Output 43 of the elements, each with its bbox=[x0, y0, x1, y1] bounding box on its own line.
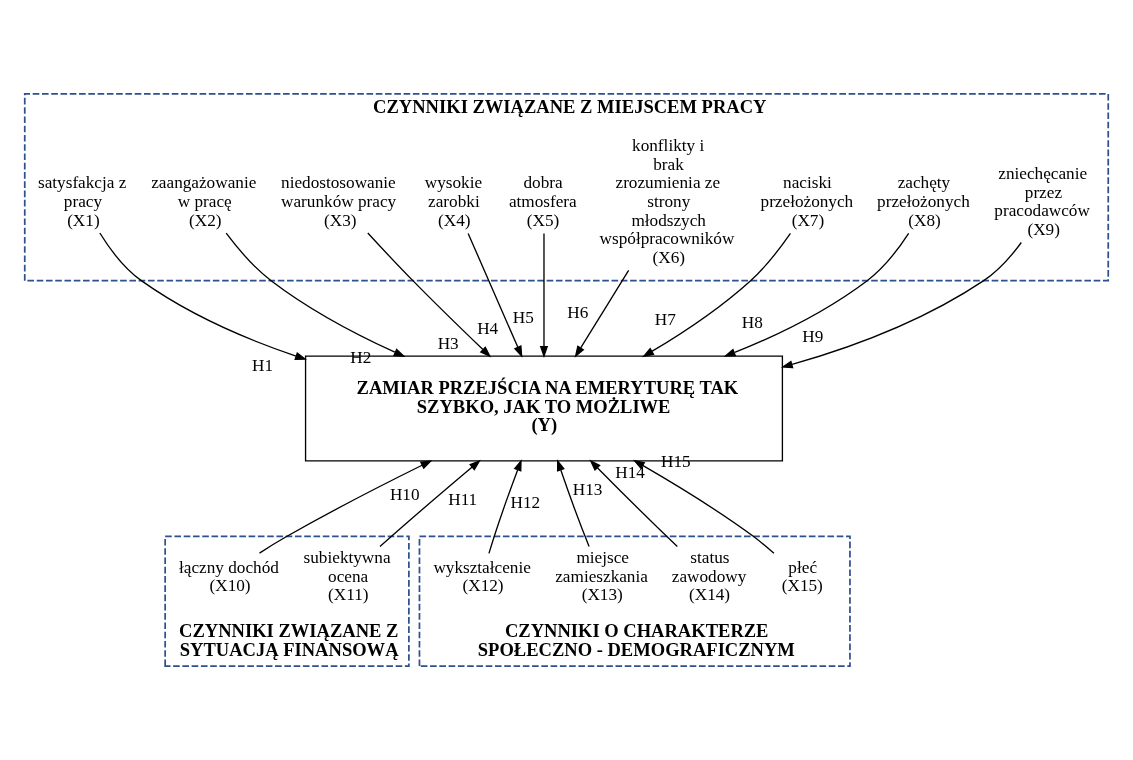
arrow bbox=[780, 241, 1022, 369]
node-text: naciski przełożonych (X7) bbox=[760, 173, 854, 230]
node-text: niedostosowanie warunków pracy (X3) bbox=[281, 173, 397, 230]
node-text: status zawodowy (X14) bbox=[671, 548, 747, 605]
edge-label: H10 bbox=[389, 484, 420, 504]
edge-label: H14 bbox=[615, 463, 645, 483]
edge-label: H4 bbox=[477, 319, 499, 339]
node-text: miejsce zamieszkania (X13) bbox=[555, 548, 648, 605]
arrow bbox=[99, 232, 307, 360]
edge-label: H8 bbox=[741, 313, 763, 333]
edge-label: H9 bbox=[802, 327, 824, 347]
arrow bbox=[632, 459, 775, 554]
edge-label: H7 bbox=[654, 309, 676, 329]
edge-label: H3 bbox=[437, 334, 459, 354]
node-text: konflikty i brak zrozumienia ze strony młodszych współpracowników (X6) bbox=[599, 136, 735, 267]
arrow bbox=[258, 460, 433, 554]
arrow bbox=[642, 232, 792, 358]
arrow bbox=[467, 232, 523, 358]
node-text: satysfakcja z pracy (X1) bbox=[38, 173, 127, 230]
node-text: zniechęcanie przez pracodawców (X9) bbox=[994, 164, 1090, 239]
node-text: zaangażowanie w pracę (X2) bbox=[151, 173, 257, 230]
edge-label: H13 bbox=[572, 479, 603, 499]
edge-label: H5 bbox=[512, 307, 534, 327]
node-text: płeć (X15) bbox=[781, 557, 823, 596]
arrow bbox=[539, 232, 549, 358]
arrow bbox=[574, 269, 630, 358]
arrow bbox=[225, 232, 406, 357]
arrow bbox=[556, 459, 590, 548]
arrow bbox=[488, 459, 522, 555]
edge-label: H12 bbox=[510, 492, 541, 512]
node-text: łączny dochód (X10) bbox=[179, 557, 279, 596]
node-text: wykształcenie (X12) bbox=[433, 557, 531, 596]
node-text: subiektywna ocena (X11) bbox=[303, 548, 391, 605]
node-text: wysokie zarobki (X4) bbox=[424, 173, 483, 230]
arrow bbox=[367, 232, 492, 358]
arrow bbox=[723, 232, 910, 357]
edge-label: H11 bbox=[448, 489, 478, 509]
edge-label: H6 bbox=[567, 303, 589, 323]
node-text: dobra atmosfera (X5) bbox=[508, 173, 577, 230]
arrow bbox=[379, 459, 481, 548]
arrow bbox=[589, 459, 678, 548]
node-text: zachęty przełożonych (X8) bbox=[877, 173, 970, 230]
edge-label: H1 bbox=[252, 355, 274, 375]
